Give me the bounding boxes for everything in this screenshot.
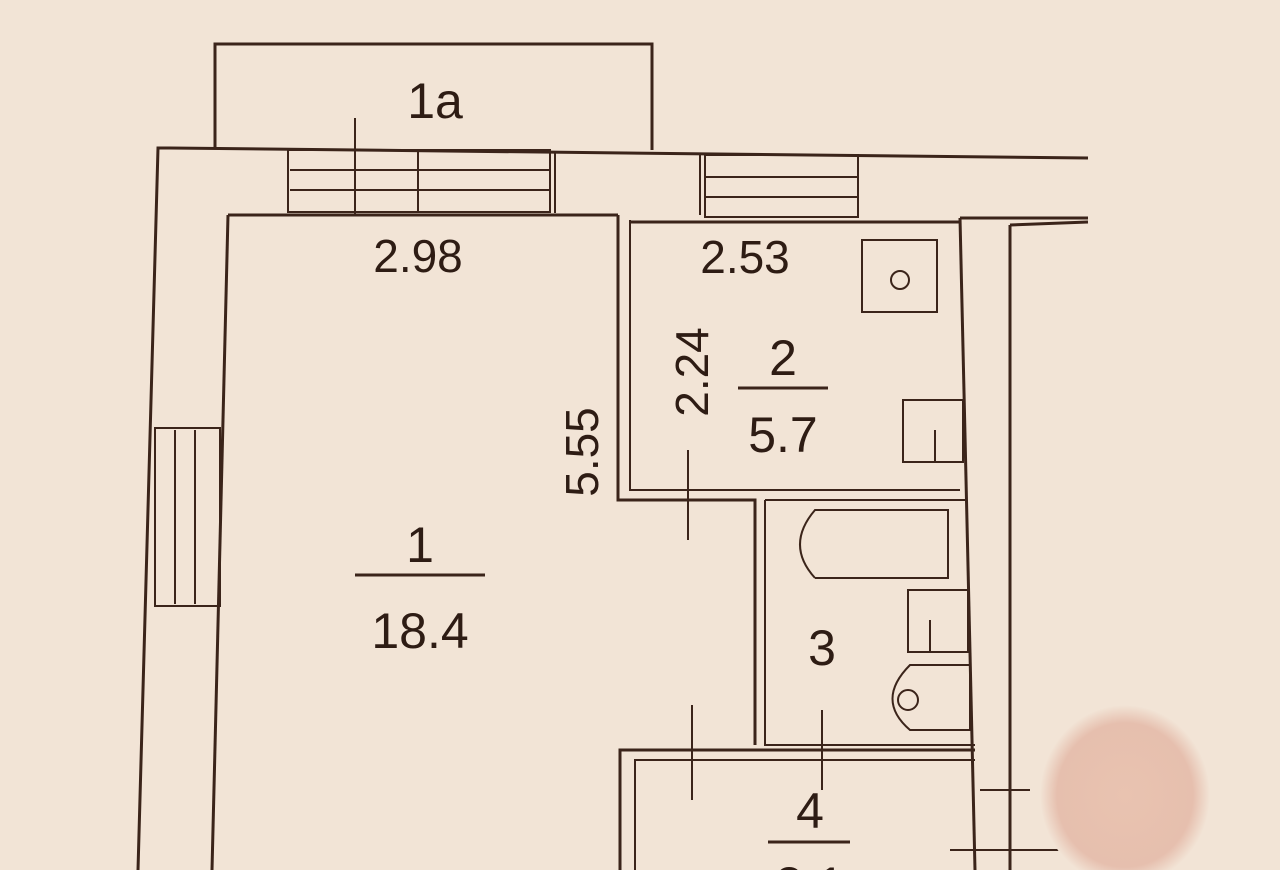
washbasin-icon bbox=[907, 589, 969, 653]
room-4-area: 3.1 bbox=[775, 857, 845, 870]
room-3: 3 bbox=[808, 620, 836, 676]
toilet-icon bbox=[891, 664, 971, 731]
room-1-length: 5.55 bbox=[556, 407, 608, 497]
fixtures bbox=[799, 239, 971, 731]
room-4: 4 3.1 bbox=[768, 783, 850, 870]
room-3-number: 3 bbox=[808, 620, 836, 676]
stove-icon bbox=[861, 239, 938, 313]
room-2-length: 2.24 bbox=[666, 327, 718, 417]
room-1: 1 18.4 2.98 5.55 bbox=[355, 230, 608, 659]
walls bbox=[136, 146, 1089, 870]
balcony: 1a bbox=[213, 42, 654, 215]
sink-icon bbox=[902, 399, 964, 463]
bathtub-icon bbox=[799, 509, 949, 579]
room-2-area: 5.7 bbox=[748, 407, 818, 463]
room-1-area: 18.4 bbox=[371, 603, 468, 659]
room-2-width: 2.53 bbox=[700, 231, 790, 283]
balcony-label: 1a bbox=[407, 73, 463, 129]
room-2: 2.53 2.24 2 5.7 bbox=[666, 231, 828, 463]
room-4-number: 4 bbox=[796, 783, 824, 839]
room-1-width: 2.98 bbox=[373, 230, 463, 282]
room-1-number: 1 bbox=[406, 517, 434, 573]
room-2-number: 2 bbox=[769, 330, 797, 386]
finger-blur bbox=[1040, 705, 1210, 870]
